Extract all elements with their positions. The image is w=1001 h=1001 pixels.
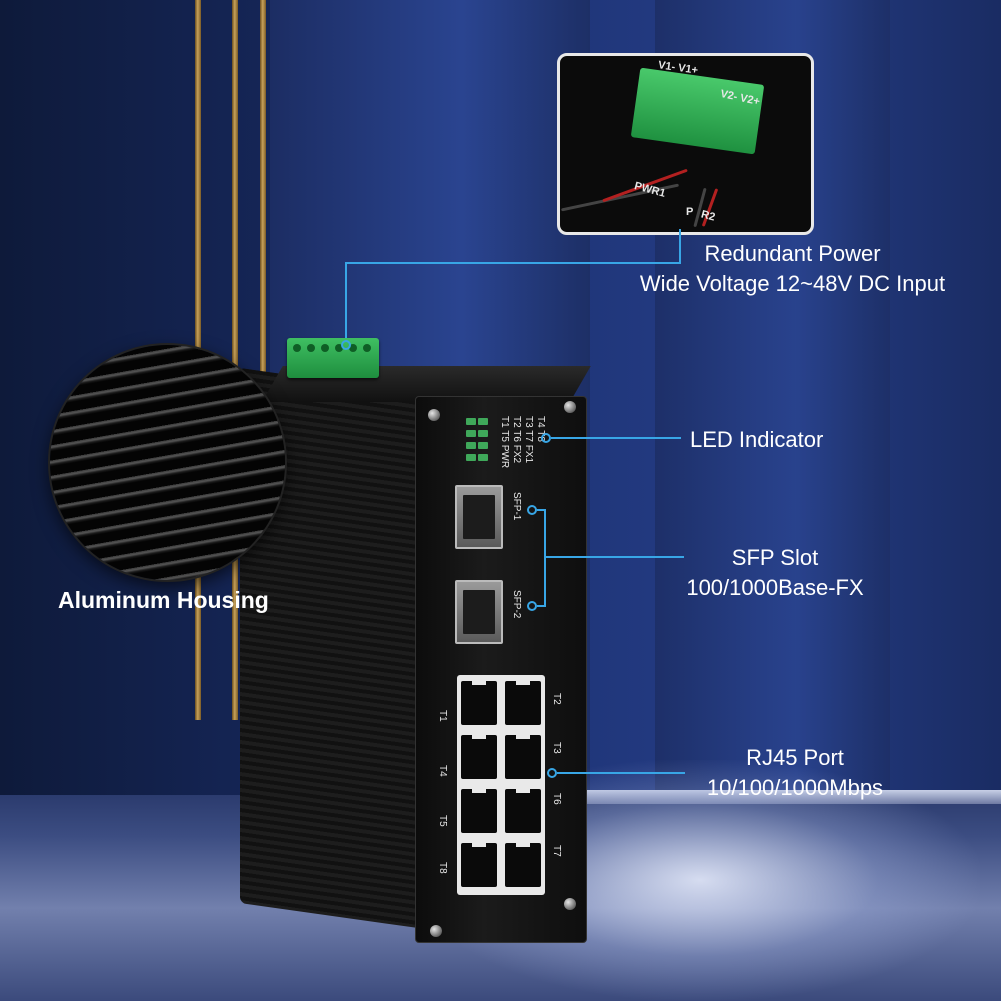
- port-label-right: T3: [551, 742, 562, 754]
- screw: [428, 409, 440, 421]
- sfp-callout-line: [537, 605, 545, 607]
- screw: [564, 401, 576, 413]
- rj45-callout-text: RJ45 Port 10/100/1000Mbps: [680, 743, 910, 802]
- power-callout-line2: Wide Voltage 12~48V DC Input: [639, 270, 946, 296]
- rj45-port: [505, 679, 541, 725]
- rj45-callout-line2: 10/100/1000Mbps: [706, 774, 884, 800]
- port-label-left: T1: [437, 710, 448, 722]
- rj45-port: [505, 841, 541, 887]
- sfp2-label: SFP-2: [511, 590, 522, 619]
- port-label-right: T7: [551, 845, 562, 857]
- sfp-callout-text: SFP Slot 100/1000Base-FX: [660, 543, 890, 602]
- pwr2-label-partial: P: [686, 206, 694, 218]
- led: [478, 430, 488, 437]
- sfp-callout-line: [537, 509, 545, 511]
- port-label-left: T5: [437, 815, 448, 827]
- gold-pole: [260, 0, 266, 720]
- power-callout-line: [345, 262, 680, 264]
- gold-pole: [232, 0, 238, 720]
- led-label: T2 T6 FX2: [511, 416, 522, 464]
- rj45-callout-dot: [547, 768, 557, 778]
- sfp-slot-1: [455, 485, 503, 549]
- led-callout-line: [551, 437, 681, 439]
- port-label-right: T2: [551, 693, 562, 705]
- rj45-port: [461, 787, 497, 833]
- led: [466, 418, 476, 425]
- led-label: T1 T5 PWR: [499, 416, 510, 469]
- led: [466, 454, 476, 461]
- rj45-port: [461, 733, 497, 779]
- power-callout-line: [679, 229, 681, 264]
- sfp-callout-dot: [527, 601, 537, 611]
- rj45-port-block: [457, 675, 545, 895]
- sfp-callout-line1: SFP Slot: [731, 545, 819, 570]
- port-label-left: T4: [437, 765, 448, 777]
- aluminum-housing-zoom: [50, 345, 285, 580]
- port-label-left: T8: [437, 862, 448, 874]
- led-callout-text: LED Indicator: [690, 427, 824, 452]
- led: [478, 442, 488, 449]
- rj45-port: [461, 841, 497, 887]
- sfp1-label: SFP-1: [511, 492, 522, 521]
- led: [478, 418, 488, 425]
- screw: [430, 925, 442, 937]
- rj45-callout-line1: RJ45 Port: [746, 745, 844, 770]
- led: [466, 442, 476, 449]
- power-terminal-inset: V1- V1+ V2- V2+ PWR1 P R2: [557, 53, 814, 235]
- led: [466, 430, 476, 437]
- power-callout-text: Redundant Power Wide Voltage 12~48V DC I…: [615, 239, 970, 298]
- rj45-port: [505, 787, 541, 833]
- pwr1-label: PWR1: [632, 180, 667, 200]
- sfp-callout-dot: [527, 505, 537, 515]
- led-label: T3 T7 FX1: [523, 416, 534, 464]
- power-callout-dot: [341, 340, 351, 350]
- terminal-connector-zoom: [630, 67, 765, 155]
- led-callout-dot: [541, 433, 551, 443]
- sfp-callout-line2: 100/1000Base-FX: [686, 574, 864, 600]
- led: [478, 454, 488, 461]
- rj45-port: [461, 679, 497, 725]
- rj45-port: [505, 733, 541, 779]
- sfp-callout-line: [544, 556, 684, 558]
- sfp-slot-2: [455, 580, 503, 644]
- housing-label: Aluminum Housing: [58, 587, 269, 613]
- sfp-callout-line: [544, 509, 546, 607]
- power-callout-line: [345, 262, 347, 338]
- rj45-callout-line: [557, 772, 685, 774]
- screw: [564, 898, 576, 910]
- power-terminal-block: [287, 338, 379, 378]
- power-callout-line1: Redundant Power: [704, 241, 881, 266]
- port-label-right: T6: [551, 793, 562, 805]
